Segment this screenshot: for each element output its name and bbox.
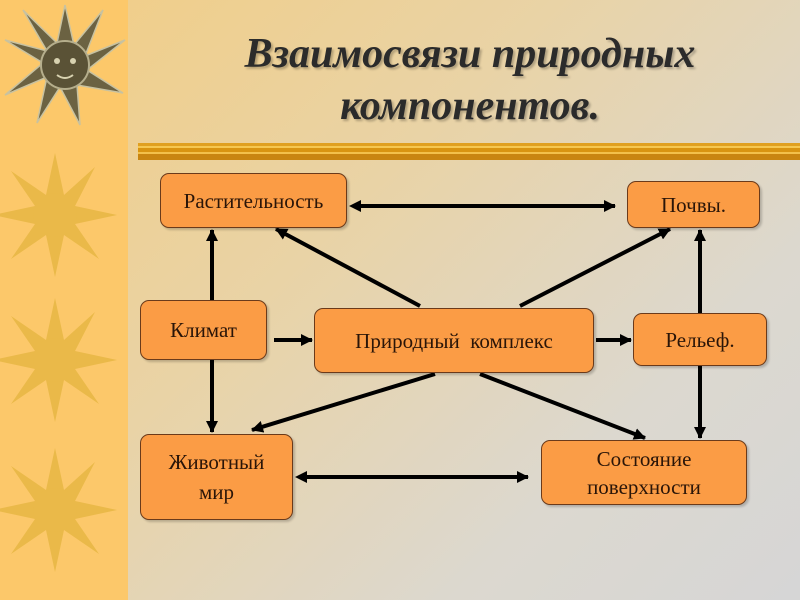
node-climate: Климат <box>140 300 267 360</box>
decorative-strip <box>0 0 128 600</box>
title-line-2: компонентов. <box>340 83 600 129</box>
node-label: Состояние <box>596 446 692 471</box>
sun-icons <box>0 4 126 572</box>
node-surface-state: Состояние поверхности <box>541 440 747 505</box>
node-fauna: Животный мир <box>140 434 293 520</box>
node-label: поверхности <box>587 474 701 499</box>
arrow-complex-soils <box>519 227 671 308</box>
node-label: Природный комплекс <box>355 328 553 353</box>
node-relief: Рельеф. <box>633 313 767 366</box>
node-soils: Почвы. <box>627 181 760 228</box>
node-label: Животный <box>168 450 265 474</box>
node-vegetation: Растительность <box>160 173 347 228</box>
node-label: Растительность <box>183 188 324 213</box>
node-label: Рельеф. <box>665 327 735 352</box>
title-line-1: Взаимосвязи природных <box>244 31 696 77</box>
decorative-divider <box>138 143 800 160</box>
node-label: Климат <box>170 318 237 342</box>
arrow-complex-vegetation <box>275 227 421 308</box>
arrow-complex-surface <box>479 372 646 440</box>
metal-sun-icon <box>4 4 126 126</box>
node-label: Почвы. <box>661 192 726 217</box>
node-natural-complex: Природный комплекс <box>314 308 594 373</box>
slide-title: Взаимосвязи природных компонентов. <box>140 28 800 132</box>
arrow-complex-fauna <box>251 372 436 433</box>
node-label: мир <box>198 480 235 504</box>
